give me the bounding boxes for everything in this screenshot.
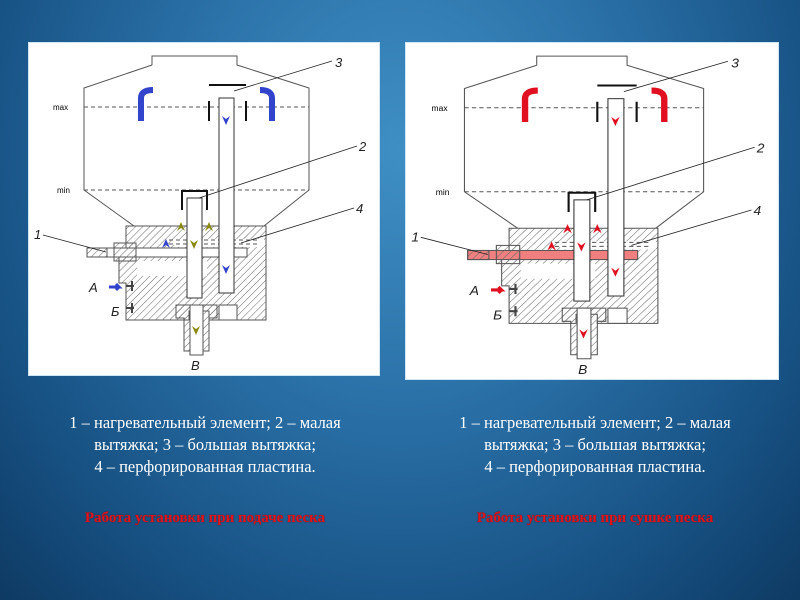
caption-line: 4 – перфорированная пластина.: [94, 457, 316, 476]
large-exhaust-cap: [208, 84, 247, 121]
legend-caption-right: 1 – нагревательный элемент; 2 – малая вы…: [410, 412, 780, 478]
max-label: max: [432, 103, 449, 113]
air-arrow-left: [138, 87, 154, 121]
mode-title-drying: Работа установки при сушке песка: [476, 510, 714, 526]
small-exhaust-cap: [181, 190, 208, 210]
label-b: Б: [111, 304, 120, 319]
flow-arrow: [162, 239, 170, 248]
min-label: min: [57, 186, 70, 195]
arrow-a: [109, 282, 123, 292]
label-v: В: [191, 358, 200, 373]
large-exhaust-cap: [596, 84, 638, 122]
label-v: В: [578, 362, 587, 377]
flow-arrow: [222, 116, 230, 125]
flow-arrow: [577, 242, 586, 252]
caption-line: вытяжка; 3 – большая вытяжка;: [94, 435, 316, 454]
flow-arrow: [593, 224, 602, 234]
air-arrow-right: [259, 87, 275, 121]
flow-arrow: [611, 116, 620, 126]
inlet-a: [126, 281, 134, 291]
mode-title-feeding: Работа установки при подаче песка: [84, 510, 326, 526]
label-1: 1: [411, 230, 419, 245]
arrow-a: [491, 285, 506, 295]
flow-arrow: [177, 222, 185, 231]
caption-line: 4 – перфорированная пластина.: [484, 457, 706, 476]
label-2: 2: [756, 141, 765, 156]
label-3: 3: [731, 56, 739, 71]
caption-line: вытяжка; 3 – большая вытяжка;: [484, 435, 706, 454]
label-4: 4: [356, 201, 363, 216]
flow-arrow: [222, 265, 230, 274]
label-4: 4: [754, 203, 762, 218]
min-label: min: [436, 187, 450, 197]
flow-arrow: [563, 224, 572, 234]
large-exhaust-tube: [218, 97, 235, 294]
max-label: max: [53, 103, 68, 112]
large-exhaust-tube: [607, 98, 625, 297]
inlet-b: [126, 303, 134, 313]
flow-arrow: [579, 329, 588, 339]
flow-arrow: [547, 241, 556, 251]
label-a: А: [88, 280, 98, 295]
air-arrow-left: [521, 87, 538, 122]
flow-arrow: [192, 326, 200, 335]
flow-arrow: [205, 222, 213, 231]
air-arrow-right: [651, 87, 668, 122]
flow-arrow: [190, 240, 198, 249]
inlet-a: [509, 283, 518, 294]
small-exhaust-tube: [186, 197, 203, 299]
flow-arrow: [611, 267, 620, 277]
diagram-sand-feeding: max min 3 2 4 1 А Б В: [28, 42, 380, 376]
label-1: 1: [34, 227, 41, 242]
label-3: 3: [335, 55, 343, 70]
label-2: 2: [358, 139, 367, 154]
caption-line: 1 – нагревательный элемент; 2 – малая: [459, 413, 731, 432]
small-exhaust-cap: [567, 191, 597, 213]
small-exhaust-tube: [573, 199, 591, 302]
inlet-b: [509, 306, 518, 317]
diagram-sand-drying: max min 3 2 4 1 А Б В: [405, 42, 779, 380]
caption-line: 1 – нагревательный элемент; 2 – малая: [69, 413, 341, 432]
label-b: Б: [493, 308, 502, 323]
label-a: А: [469, 283, 479, 298]
legend-caption-left: 1 – нагревательный элемент; 2 – малая вы…: [20, 412, 390, 478]
